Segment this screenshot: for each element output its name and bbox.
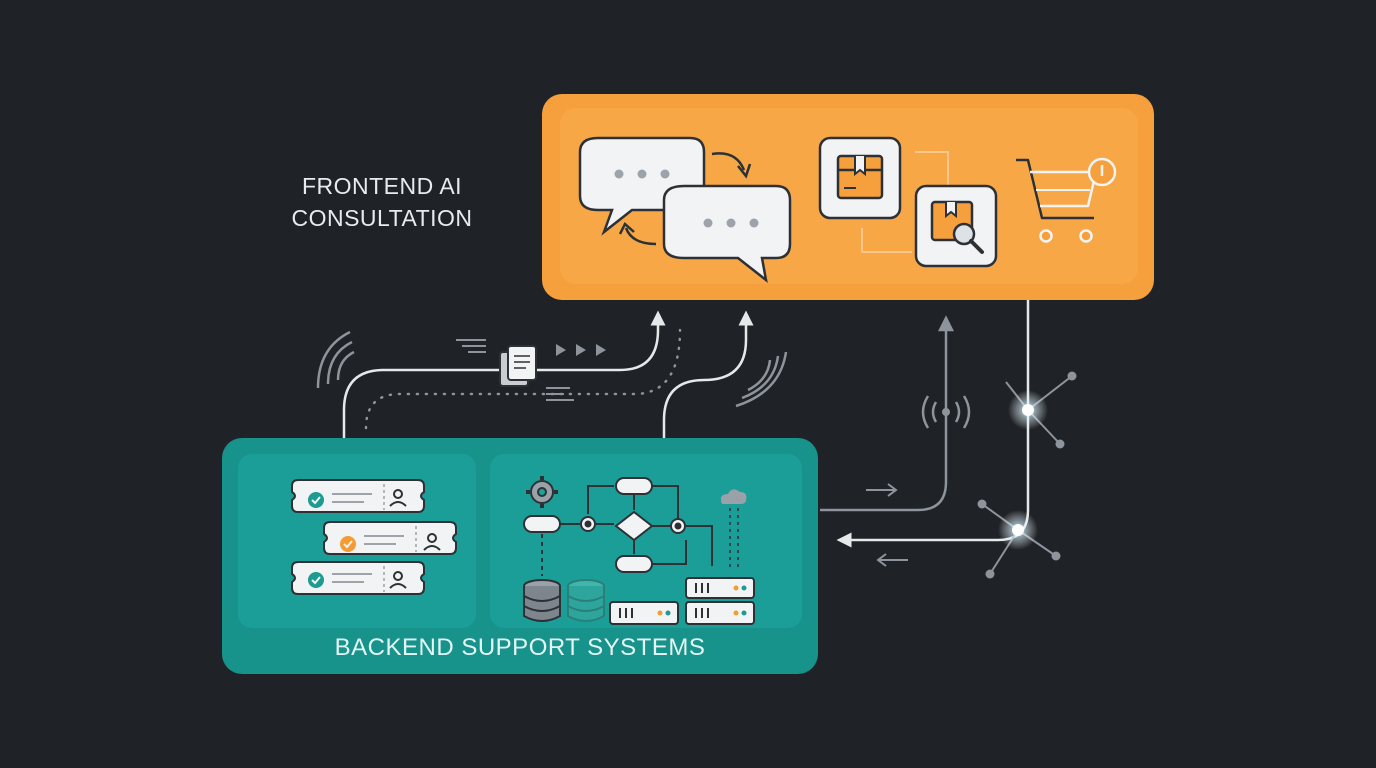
backend-to-frontend-connectors bbox=[342, 310, 754, 438]
network-node-upper bbox=[1005, 371, 1077, 449]
chat-bubbles-icon bbox=[578, 136, 792, 284]
signal-waves-right bbox=[735, 351, 788, 408]
frontend-title-line1: FRONTEND AI bbox=[301, 173, 463, 199]
small-arrows bbox=[866, 483, 908, 567]
frontend-title: FRONTEND AI CONSULTATION bbox=[262, 170, 502, 234]
network-node-lower bbox=[977, 499, 1061, 579]
ticket-queue-icon bbox=[291, 479, 457, 595]
speed-lines bbox=[456, 339, 574, 401]
shopping-cart-icon bbox=[1016, 157, 1117, 243]
return-connector bbox=[820, 315, 955, 512]
workflow-icon bbox=[523, 476, 713, 576]
database-icon bbox=[523, 579, 605, 622]
server-rack-icon bbox=[609, 577, 755, 625]
document-icon bbox=[499, 345, 537, 387]
dotted-flow-lines bbox=[364, 328, 682, 430]
backend-title: BACKEND SUPPORT SYSTEMS bbox=[334, 634, 706, 661]
signal-waves-left bbox=[316, 330, 355, 389]
cloud-icon bbox=[720, 489, 747, 570]
product-search-icon bbox=[914, 184, 998, 268]
product-box-icon bbox=[818, 136, 902, 220]
play-arrows bbox=[556, 344, 606, 356]
signal-waves-mid bbox=[921, 395, 971, 429]
frontend-title-line2: CONSULTATION bbox=[291, 205, 473, 231]
